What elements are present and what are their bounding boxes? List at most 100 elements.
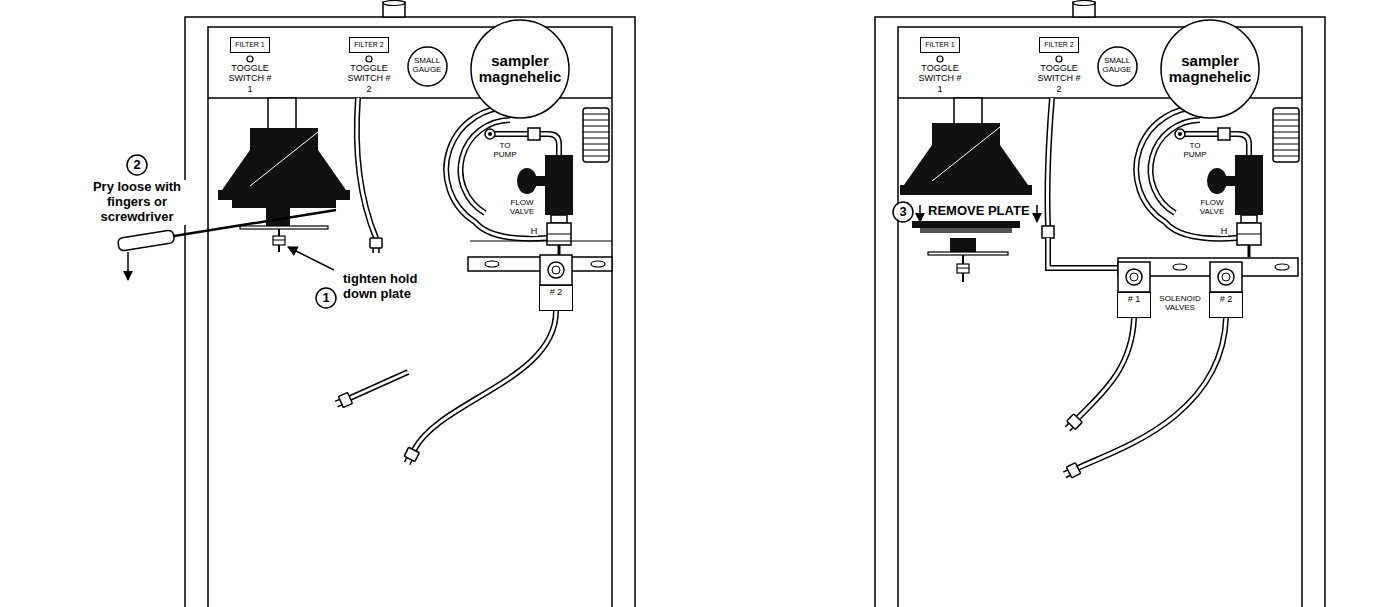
small-gauge-outline <box>1098 47 1137 86</box>
sampler-housing <box>875 1 1325 607</box>
leader-arrow <box>919 205 921 222</box>
hose <box>1048 98 1053 226</box>
valve-number: # 2 <box>1220 295 1233 305</box>
filter-holder-left <box>232 200 336 208</box>
instruction-note: tighten hold down plate <box>342 272 432 302</box>
leader-arrow <box>128 247 334 280</box>
text-holder: 3 <box>899 205 906 219</box>
valve-number: # 1 <box>1128 295 1141 305</box>
filter-label-box: FILTER 1 <box>920 37 960 53</box>
text-holder: # 2 <box>1220 295 1233 305</box>
small-gauge: SMALL GAUGE <box>407 46 448 87</box>
valve-label: FLOW VALVE <box>1195 198 1229 216</box>
mounting-bracket <box>470 240 612 241</box>
callout-circle: 2 <box>126 154 148 176</box>
text-holder: SMALL GAUGE <box>1101 57 1133 75</box>
leader-arrow <box>1036 205 1038 222</box>
solenoid-valve: # 1 <box>1117 292 1151 318</box>
filter-holder-left <box>268 98 296 130</box>
mounting-bracket <box>548 262 564 278</box>
text-holder: 2 <box>133 158 140 172</box>
sampler-housing <box>185 1 635 607</box>
hose <box>357 98 376 238</box>
filter-holder-right <box>920 228 1012 233</box>
callout-number: 3 <box>899 205 906 219</box>
gauge-label: SMALL GAUGE <box>1101 57 1133 75</box>
text-holder: FILTER 1 <box>925 41 954 49</box>
text-holder: FILTER 2 <box>354 41 383 49</box>
gauge-label: SMALL GAUGE <box>411 57 443 75</box>
text-holder: SMALL GAUGE <box>411 57 443 75</box>
switch-label: TOGGLE SWITCH # 2 <box>1033 63 1085 94</box>
magnehelic-gauge: sampler magnehelic <box>470 19 570 119</box>
filter-label: FILTER 2 <box>354 41 383 49</box>
filter-holder-right <box>900 98 1032 282</box>
small-gauge: SMALL GAUGE <box>1097 46 1138 87</box>
hose <box>1048 238 1118 268</box>
callout-number: 2 <box>133 158 140 172</box>
text-holder: sampler magnehelic <box>1167 53 1253 86</box>
mounting-bracket <box>540 255 572 285</box>
leader-arrow <box>920 205 1037 222</box>
filter-label: FILTER 1 <box>235 41 264 49</box>
mounting-bracket <box>1218 269 1234 285</box>
filter-holder-right <box>957 264 969 273</box>
hose <box>1078 318 1134 418</box>
hose <box>334 393 353 410</box>
valve-label: FLOW VALVE <box>505 198 539 216</box>
solenoid-valve: # 2 <box>539 285 573 311</box>
callout-circle-outline <box>893 202 913 222</box>
filter-label: FILTER 2 <box>1044 41 1073 49</box>
filter-label-box: FILTER 1 <box>230 37 270 53</box>
filter-holder-right <box>954 98 982 125</box>
screwdriver <box>117 230 174 252</box>
mounting-bracket <box>1118 258 1298 292</box>
hose <box>350 372 408 398</box>
hose <box>1042 226 1054 238</box>
hose <box>1063 414 1082 433</box>
instruction-note: REMOVE PLATE <box>927 204 1031 219</box>
switch-label: TOGGLE SWITCH # 1 <box>224 63 276 94</box>
filter-holder-right <box>950 238 976 252</box>
switch-label: TOGGLE SWITCH # 1 <box>914 63 966 94</box>
filter-holder-right <box>912 221 1020 228</box>
port-label: TO PUMP <box>490 141 520 159</box>
magnehelic-gauge-outline <box>471 20 569 118</box>
mounting-bracket <box>1126 269 1142 285</box>
hose <box>402 447 420 466</box>
text-holder: # 2 <box>550 288 563 298</box>
hose <box>370 238 382 253</box>
filter-holder-right <box>900 123 1032 195</box>
hose <box>357 98 376 238</box>
callout-circle: 3 <box>892 201 914 223</box>
hose <box>1078 318 1226 468</box>
hose <box>1042 98 1118 268</box>
hose <box>350 372 408 398</box>
leader-arrow <box>127 252 129 280</box>
switch-label: TOGGLE SWITCH # 2 <box>343 63 395 94</box>
fitting-label: H <box>1220 226 1229 236</box>
mounting-bracket <box>591 261 605 267</box>
hose <box>1078 318 1134 418</box>
hose <box>414 311 556 450</box>
mounting-bracket <box>1210 262 1242 292</box>
text-holder: FILTER 2 <box>1044 41 1073 49</box>
filter-holder-left <box>218 98 350 252</box>
hose <box>1062 318 1226 480</box>
filter-label-box: FILTER 2 <box>1039 37 1079 53</box>
flow-valve-assembly <box>1136 108 1299 257</box>
instruction-note: Pry loose with fingers or screwdriver <box>80 180 194 225</box>
mounting-bracket <box>1222 273 1230 281</box>
hose <box>1048 98 1053 226</box>
magnehelic-gauge-outline <box>1161 20 1259 118</box>
filter-holder-right <box>928 252 1008 255</box>
text-holder: sampler magnehelic <box>477 53 563 86</box>
hose <box>1062 463 1081 481</box>
mounting-bracket <box>1130 273 1138 281</box>
hose <box>1078 318 1226 468</box>
mounting-bracket <box>468 241 612 285</box>
gauge-label: sampler magnehelic <box>1167 53 1253 86</box>
filter-holder-right <box>957 268 969 269</box>
text-holder: 1 <box>322 291 329 305</box>
filter-label-box: FILTER 2 <box>349 37 389 53</box>
